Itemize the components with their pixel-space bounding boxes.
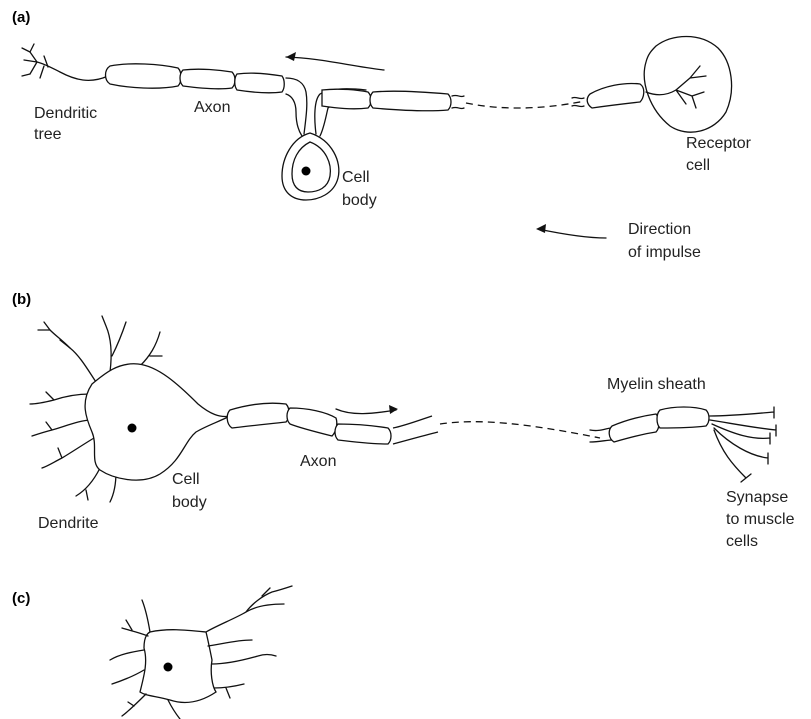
dendritic-tree-a (22, 44, 108, 80)
impulse-arrow-a (286, 57, 384, 70)
myelin-sheath-label: Myelin sheath (607, 376, 706, 393)
panel-c-label: (c) (12, 590, 30, 607)
axon-label-a: Axon (194, 99, 230, 116)
interneuron (110, 586, 292, 719)
nucleus-a (302, 167, 311, 176)
impulse-arrow-b (336, 409, 396, 414)
panel-b-label: (b) (12, 291, 31, 308)
synapse-terminals (710, 407, 776, 482)
myelin-sheath-a-right (572, 83, 676, 108)
motor-neuron (30, 316, 776, 502)
myelin-sheath-a-mid (322, 89, 464, 111)
receptor-cell-label: Receptor cell (686, 135, 755, 174)
direction-arrow (536, 224, 606, 238)
nucleus-c (164, 663, 173, 672)
synapse-label: Synapse to muscle cells (726, 489, 799, 550)
sensory-neuron (22, 37, 732, 201)
direction-label: Direction of impulse (628, 221, 701, 261)
cell-body-label-a: Cell body (342, 169, 377, 209)
nucleus-b (128, 424, 137, 433)
myelin-sheath-b-left (227, 403, 438, 444)
axon-label-b: Axon (300, 453, 336, 470)
panel-a-label: (a) (12, 9, 30, 26)
receptor-cell (644, 37, 731, 133)
cell-body-label-b: Cell body (172, 471, 207, 511)
dendritic-tree-label: Dendritic tree (34, 105, 102, 143)
myelin-sheath-b-right (590, 407, 709, 442)
cell-body-b (85, 364, 230, 480)
myelin-sheath-a-left (106, 64, 285, 93)
dendrite-label: Dendrite (38, 515, 99, 532)
